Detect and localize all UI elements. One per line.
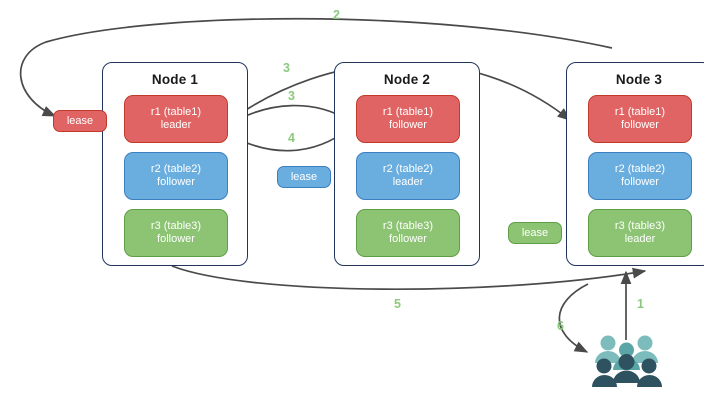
node-container-3[interactable]: Node 3 r1 (table1) follower r2 (table2) …: [566, 62, 704, 266]
replica-n1-r3[interactable]: r3 (table3) follower: [124, 209, 228, 257]
step-label-1: 1: [637, 297, 644, 311]
replica-role: follower: [389, 233, 427, 245]
node-title: Node 3: [615, 72, 663, 87]
replica-name: r1 (table1): [614, 105, 666, 118]
lease-badge-green[interactable]: lease: [508, 222, 562, 244]
node-container-2[interactable]: Node 2 r1 (table1) follower r2 (table2) …: [334, 62, 480, 266]
connector-step-6: [558, 283, 589, 353]
step-label-2: 2: [333, 8, 340, 22]
step-label-3-upper: 3: [283, 61, 290, 75]
replica-n3-r1[interactable]: r1 (table1) follower: [588, 95, 692, 143]
replica-role: follower: [621, 176, 659, 188]
replica-n2-r3[interactable]: r3 (table3) follower: [356, 209, 460, 257]
step-label-4: 4: [288, 131, 295, 145]
node-container-1[interactable]: Node 1 r1 (table1) leader r2 (table2) fo…: [102, 62, 248, 266]
replica-n3-r3[interactable]: r3 (table3) leader: [588, 209, 692, 257]
lease-badge-blue[interactable]: lease: [277, 166, 331, 188]
replica-n1-r2[interactable]: r2 (table2) follower: [124, 152, 228, 200]
replica-name: r3 (table3): [614, 219, 666, 232]
replica-role: follower: [157, 233, 195, 245]
replica-role: leader: [160, 119, 192, 131]
replica-role: follower: [157, 176, 195, 188]
replica-name: r1 (table1): [382, 105, 434, 118]
replica-n2-r1[interactable]: r1 (table1) follower: [356, 95, 460, 143]
node-title: Node 2: [383, 72, 431, 87]
replica-name: r3 (table3): [382, 219, 434, 232]
connector-step-5: [171, 265, 647, 290]
step-label-3-lower: 3: [288, 89, 295, 103]
people-group-icon: [592, 335, 662, 387]
replica-n2-r2[interactable]: r2 (table2) leader: [356, 152, 460, 200]
step-label-5: 5: [394, 297, 401, 311]
node-title: Node 1: [151, 72, 199, 87]
replica-name: r2 (table2): [614, 162, 666, 175]
replica-role: follower: [389, 119, 427, 131]
replica-role: leader: [392, 176, 424, 188]
replica-n1-r1[interactable]: r1 (table1) leader: [124, 95, 228, 143]
replica-role: follower: [621, 119, 659, 131]
replica-role: leader: [624, 233, 656, 245]
replica-name: r2 (table2): [150, 162, 202, 175]
replica-name: r1 (table1): [150, 105, 202, 118]
replica-name: r2 (table2): [382, 162, 434, 175]
step-label-6: 6: [557, 319, 564, 333]
lease-badge-red[interactable]: lease: [53, 110, 107, 132]
connector-step-2: [19, 17, 613, 117]
replica-name: r3 (table3): [150, 219, 202, 232]
replica-n3-r2[interactable]: r2 (table2) follower: [588, 152, 692, 200]
